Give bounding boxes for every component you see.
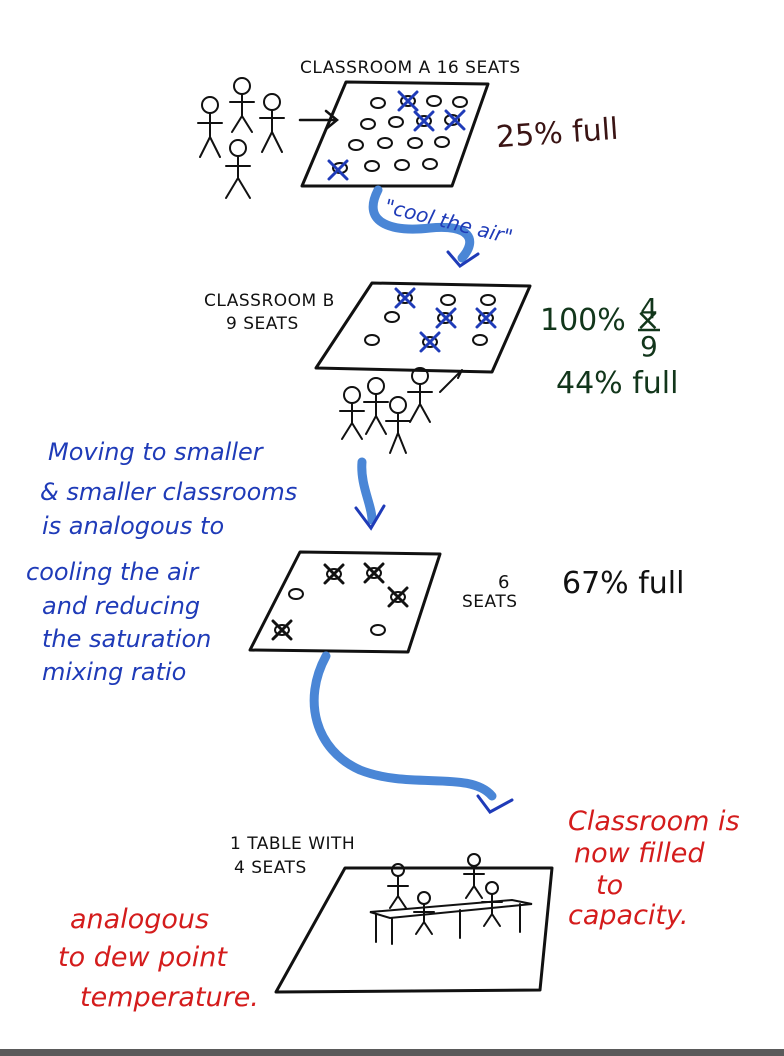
red-note-line: analogous [70,904,210,935]
fraction-numerator: 4 [640,292,658,325]
blue-note-line: and reducing [42,592,201,620]
stick-figure [407,367,433,423]
classroom-b-seats-label: 9 SEATS [226,314,299,334]
classroom-b-seats [364,292,496,348]
red-note-line: to [596,870,624,901]
red-note-line: capacity. [568,900,689,931]
students-group-a [197,77,285,199]
stick-figure [229,77,255,133]
stick-figure [363,377,389,435]
classroom-b-calc: 100% × [540,303,661,338]
classroom-b-fill: 44% full [556,366,679,401]
stick-figure [463,853,485,899]
classroom-c-fill: 67% full [562,566,685,601]
red-note-line: Classroom is [568,806,740,837]
blue-note-line: mixing ratio [42,658,187,686]
stick-figure [197,96,223,158]
classroom-d-floor [274,853,554,994]
stick-figure [259,93,285,153]
red-note-line: temperature. [80,982,259,1013]
classroom-d-seats-label: 4 SEATS [234,858,307,878]
stick-figure [387,863,409,909]
classroom-c-seats-number: 6 [498,572,510,593]
students-group-b [339,367,433,454]
fraction-denominator: 9 [640,330,658,363]
blue-note-line: the saturation [42,625,212,653]
table-with-four-students [369,853,533,945]
blue-note-line: is analogous to [42,512,225,540]
stick-figure [225,139,251,199]
stick-figure [481,881,503,927]
blue-note-line: Moving to smaller [48,438,263,466]
stick-figure [339,386,365,440]
stick-figure [385,396,411,454]
classroom-a-occupied [327,90,466,181]
bottom-border [0,1049,784,1056]
blue-note-line: cooling the air [26,558,199,586]
classroom-b-title: CLASSROOM B [204,291,335,311]
cooling-arrow-1 [368,185,475,263]
cooling-arrow-2 [357,457,377,525]
red-note-line: now filled [574,838,705,869]
classroom-a-floor [300,80,490,188]
red-note-line: to dew point [58,942,227,973]
classroom-b-floor [314,281,532,374]
classroom-c-seats-label: SEATS [462,592,518,612]
stick-figure [413,891,435,935]
cooling-arrow-3 [309,651,497,801]
classroom-d-title: 1 TABLE WITH [230,834,356,854]
classroom-a-title: CLASSROOM A 16 SEATS [300,58,521,78]
blue-note-line: & smaller classrooms [40,478,298,506]
classroom-c-floor [248,550,442,654]
